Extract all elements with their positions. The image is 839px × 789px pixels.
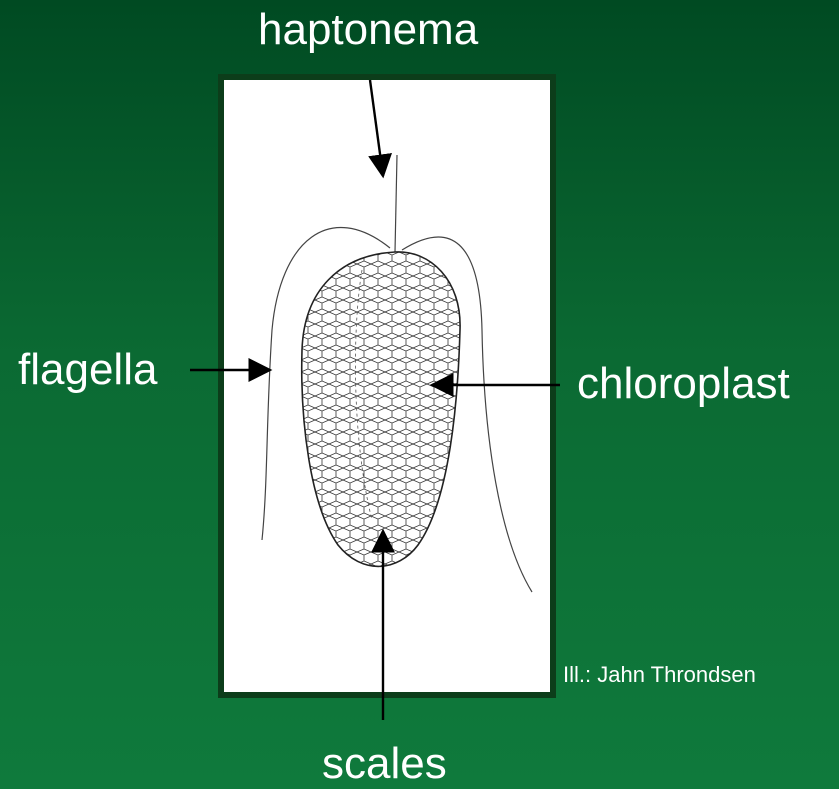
haptonema-arrow xyxy=(370,80,383,176)
cell-body xyxy=(302,252,460,566)
haptonema-filament xyxy=(395,155,397,252)
